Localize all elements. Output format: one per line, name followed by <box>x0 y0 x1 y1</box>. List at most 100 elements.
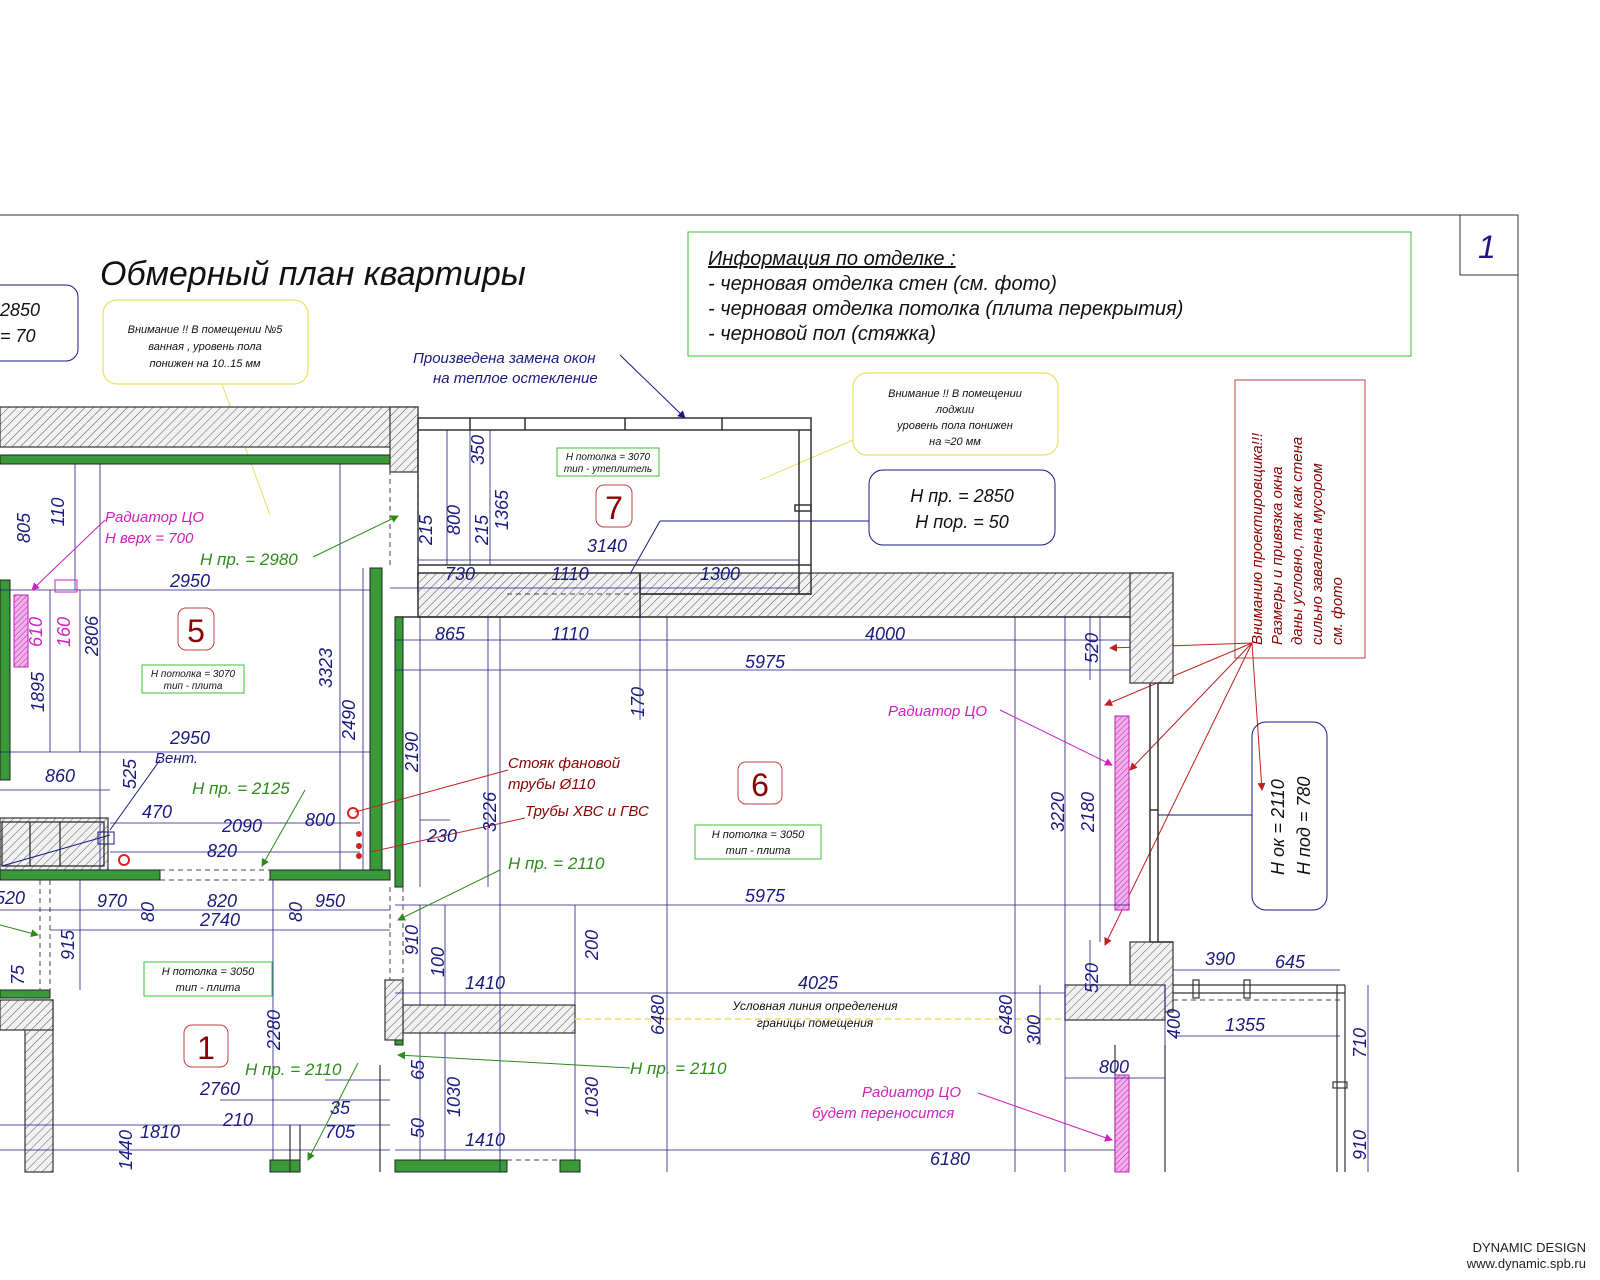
left-height-box: 2850 = 70 <box>0 284 79 362</box>
svg-text:на ≈20 мм: на ≈20 мм <box>929 436 981 448</box>
svg-text:730: 730 <box>445 564 475 584</box>
footer-company: DYNAMIC DESIGN <box>1472 1240 1586 1255</box>
svg-text:трубы Ø110: трубы Ø110 <box>508 776 596 793</box>
svg-text:Радиатор ЦО: Радиатор ЦО <box>862 1084 961 1101</box>
svg-text:сильно завалена мусором: сильно завалена мусором <box>1309 463 1326 645</box>
radiator-bath <box>13 594 29 668</box>
svg-text:200: 200 <box>582 930 602 961</box>
svg-text:1440: 1440 <box>116 1130 136 1170</box>
svg-text:5975: 5975 <box>745 886 786 906</box>
svg-text:1030: 1030 <box>444 1077 464 1117</box>
svg-text:понижен на 10..15 мм: понижен на 10..15 мм <box>149 358 261 370</box>
svg-text:910: 910 <box>1350 1130 1370 1160</box>
vertical-dimension-texts: 805 110 2806 1895 3323 2490 525 80 80 91… <box>8 435 1370 1170</box>
radiators <box>13 594 1130 1173</box>
sheet-number: 1 <box>1478 229 1496 265</box>
radiator-room-bottom <box>1114 1074 1130 1173</box>
svg-text:3220: 3220 <box>1048 792 1068 832</box>
svg-text:645: 645 <box>1275 952 1306 972</box>
svg-text:H верх = 700: H верх = 700 <box>105 530 194 547</box>
svg-text:520: 520 <box>1082 633 1102 663</box>
footer-site: www.dynamic.spb.ru <box>1466 1256 1586 1271</box>
svg-text:6480: 6480 <box>996 995 1016 1035</box>
svg-text:800: 800 <box>444 505 464 535</box>
door-heights: H пр. = 2980 H пр. = 2125 H пр. = 2110 H… <box>192 550 727 1079</box>
svg-text:520: 520 <box>0 888 25 908</box>
svg-text:2280: 2280 <box>264 1010 284 1051</box>
svg-text:Произведена замена окон: Произведена замена окон <box>413 350 596 367</box>
svg-text:Внимание !! В помещении: Внимание !! В помещении <box>888 388 1022 400</box>
svg-text:300: 300 <box>1024 1015 1044 1045</box>
svg-text:5975: 5975 <box>745 652 786 672</box>
svg-text:2490: 2490 <box>339 700 359 741</box>
svg-text:6480: 6480 <box>648 995 668 1035</box>
svg-text:H ок = 2110: H ок = 2110 <box>1268 779 1288 875</box>
svg-text:Стояк фановой: Стояк фановой <box>508 755 621 772</box>
finish-info-heading: Информация по отделке : <box>708 248 956 270</box>
svg-text:1810: 1810 <box>140 1122 180 1142</box>
svg-text:805: 805 <box>14 512 34 543</box>
svg-text:1365: 1365 <box>492 489 512 530</box>
conditional-line-label-2: границы помещения <box>757 1016 874 1030</box>
bath-warning-note: Внимание !! В помещении №5 ванная , уров… <box>102 299 309 516</box>
svg-text:215: 215 <box>416 514 436 546</box>
svg-text:525: 525 <box>120 758 140 789</box>
svg-text:H пр. = 2850: H пр. = 2850 <box>910 486 1013 506</box>
svg-text:Размеры и привязка окна: Размеры и привязка окна <box>1269 466 1286 645</box>
svg-text:H потолка = 3070: H потолка = 3070 <box>566 452 651 463</box>
svg-text:тип - плита: тип - плита <box>726 845 791 857</box>
radiator-room6 <box>1114 715 1130 911</box>
svg-text:75: 75 <box>8 964 28 985</box>
plan-title: Обмерный план квартиры <box>100 255 526 293</box>
finish-info-line-2: - черновая отделка потолка (плита перекр… <box>708 298 1183 320</box>
svg-text:80: 80 <box>138 902 158 922</box>
svg-text:2850: 2850 <box>0 300 40 320</box>
svg-text:100: 100 <box>428 947 448 977</box>
inner-walls <box>0 817 576 1041</box>
room-5-label: 5 H потолка = 3070 тип - плита <box>141 607 245 694</box>
svg-text:2950: 2950 <box>169 728 210 748</box>
svg-text:Радиатор ЦО: Радиатор ЦО <box>888 703 987 720</box>
room-7-label: 7 H потолка = 3070 тип - утеплитель <box>556 447 660 528</box>
svg-text:35: 35 <box>330 1098 351 1118</box>
svg-text:170: 170 <box>628 687 648 717</box>
svg-text:230: 230 <box>426 826 457 846</box>
dimension-lines <box>0 430 1369 1172</box>
svg-text:2190: 2190 <box>402 732 422 773</box>
svg-text:H пр. = 2110: H пр. = 2110 <box>630 1059 727 1078</box>
svg-text:H потолка = 3050: H потолка = 3050 <box>162 966 255 978</box>
svg-text:215: 215 <box>472 514 492 546</box>
svg-text:даны условно, так как стена: даны условно, так как стена <box>1289 437 1306 645</box>
svg-text:970: 970 <box>97 891 127 911</box>
svg-text:210: 210 <box>222 1110 253 1130</box>
svg-text:2180: 2180 <box>1078 792 1098 833</box>
svg-text:тип - плита: тип - плита <box>164 681 223 692</box>
svg-text:520: 520 <box>1082 963 1102 993</box>
svg-text:5: 5 <box>187 613 205 649</box>
svg-text:уровень пола понижен: уровень пола понижен <box>896 420 1013 432</box>
pipe-labels: Стояк фановой трубы Ø110 Трубы ХВС и ГВС <box>508 755 649 820</box>
svg-text:950: 950 <box>315 891 345 911</box>
conditional-line-label: Условная линия определения <box>731 999 898 1013</box>
svg-text:3323: 3323 <box>316 648 336 688</box>
svg-text:= 70: = 70 <box>0 326 36 346</box>
svg-text:50: 50 <box>408 1118 428 1138</box>
room-1-label: 1 H потолка = 3050 тип - плита <box>143 961 273 1068</box>
svg-text:2090: 2090 <box>221 816 262 836</box>
svg-text:1300: 1300 <box>700 564 740 584</box>
finish-info-line-1: - черновая отделка стен (см. фото) <box>708 273 1057 295</box>
svg-text:ванная , уровень пола: ванная , уровень пола <box>148 341 261 353</box>
sheet-frame <box>0 214 1519 1172</box>
radiator-labels: Радиатор ЦО H верх = 700 Радиатор ЦО Рад… <box>105 509 987 1122</box>
svg-text:H потолка = 3070: H потолка = 3070 <box>151 669 236 680</box>
svg-text:2806: 2806 <box>82 615 102 657</box>
svg-text:Трубы ХВС и ГВС: Трубы ХВС и ГВС <box>525 803 649 820</box>
svg-text:1030: 1030 <box>582 1077 602 1117</box>
svg-text:1895: 1895 <box>28 671 48 712</box>
svg-text:80: 80 <box>286 902 306 922</box>
svg-text:Радиатор ЦО: Радиатор ЦО <box>105 509 204 526</box>
svg-text:2740: 2740 <box>199 910 240 930</box>
svg-text:H под = 780: H под = 780 <box>1294 777 1314 875</box>
finish-info-box: Информация по отделке : - черновая отдел… <box>687 231 1412 357</box>
svg-text:910: 910 <box>402 925 422 955</box>
